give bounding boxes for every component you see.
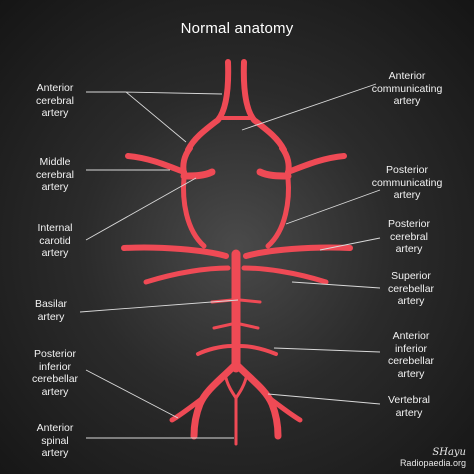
- middle-cerebral-artery-left: [125, 153, 187, 175]
- label-superior-cerebellar-artery: Superior cerebellar artery: [387, 270, 435, 307]
- signature-logo: SHayu: [432, 447, 466, 458]
- leader-anterior-communicating: [241, 83, 377, 131]
- pontine-branch-left-2: [212, 322, 234, 330]
- pica-left: [169, 395, 206, 423]
- posterior-communicating-right: [265, 175, 291, 249]
- aica-left: [196, 344, 234, 356]
- anterior-cerebral-artery-left: [185, 59, 232, 153]
- vertebral-artery-left: [190, 362, 238, 440]
- vertebral-artery-right: [234, 362, 282, 440]
- leader-vertebral: [267, 393, 381, 405]
- label-basilar-artery: Basilar artery: [34, 298, 68, 323]
- superior-cerebellar-artery-right: [241, 265, 329, 285]
- leader-posterior-communicating: [285, 189, 381, 225]
- label-posterior-cerebral-artery: Posterior cerebral artery: [387, 218, 430, 255]
- posterior-cerebral-artery-right: [243, 244, 353, 259]
- posterior-cerebral-artery-left: [121, 244, 229, 259]
- label-vertebral-artery: Vertebral artery: [387, 394, 431, 419]
- anterior-cerebral-artery-right: [240, 59, 287, 153]
- leader-basilar: [79, 299, 239, 313]
- leader-anterior-inferior-cerebellar: [273, 347, 381, 353]
- internal-carotid-left: [180, 168, 216, 180]
- middle-cerebral-artery-right: [285, 153, 347, 175]
- leader-posterior-cerebral: [319, 237, 381, 251]
- superior-cerebellar-artery-left: [143, 265, 231, 285]
- pontine-branch-right-2: [238, 322, 260, 330]
- leader-anterior-cerebral: [86, 91, 223, 143]
- anterior-spinal-artery-upper-left: [224, 376, 238, 400]
- diagram-title: Normal anatomy: [180, 20, 294, 37]
- label-middle-cerebral-artery: Middle cerebral artery: [36, 156, 74, 193]
- label-anterior-cerebral-artery: Anterior cerebral artery: [36, 82, 74, 119]
- posterior-communicating-left: [181, 175, 207, 249]
- anterior-spinal-artery-upper-right: [234, 376, 248, 400]
- aica-right: [238, 344, 278, 356]
- label-anterior-communicating-artery: Anterior communicating artery: [371, 70, 443, 107]
- leader-internal-carotid: [85, 177, 197, 241]
- watermark-site: Radiopaedia.org: [399, 458, 466, 468]
- watermark: SHayu Radiopaedia.org: [399, 447, 466, 469]
- leader-posterior-inferior-cerebellar: [85, 369, 179, 419]
- label-anterior-inferior-cerebellar-artery: Anterior inferior cerebellar artery: [387, 330, 435, 380]
- leader-superior-cerebellar: [291, 281, 381, 289]
- label-anterior-spinal-artery: Anterior spinal artery: [36, 422, 74, 459]
- pontine-branch-right-1: [238, 298, 262, 304]
- label-posterior-inferior-cerebellar-artery: Posterior inferior cerebellar artery: [31, 348, 79, 398]
- label-posterior-communicating-artery: Posterior communicating artery: [371, 164, 443, 201]
- internal-carotid-right: [256, 168, 292, 180]
- label-internal-carotid-artery: Internal carotid artery: [37, 222, 73, 259]
- pica-right: [266, 395, 303, 423]
